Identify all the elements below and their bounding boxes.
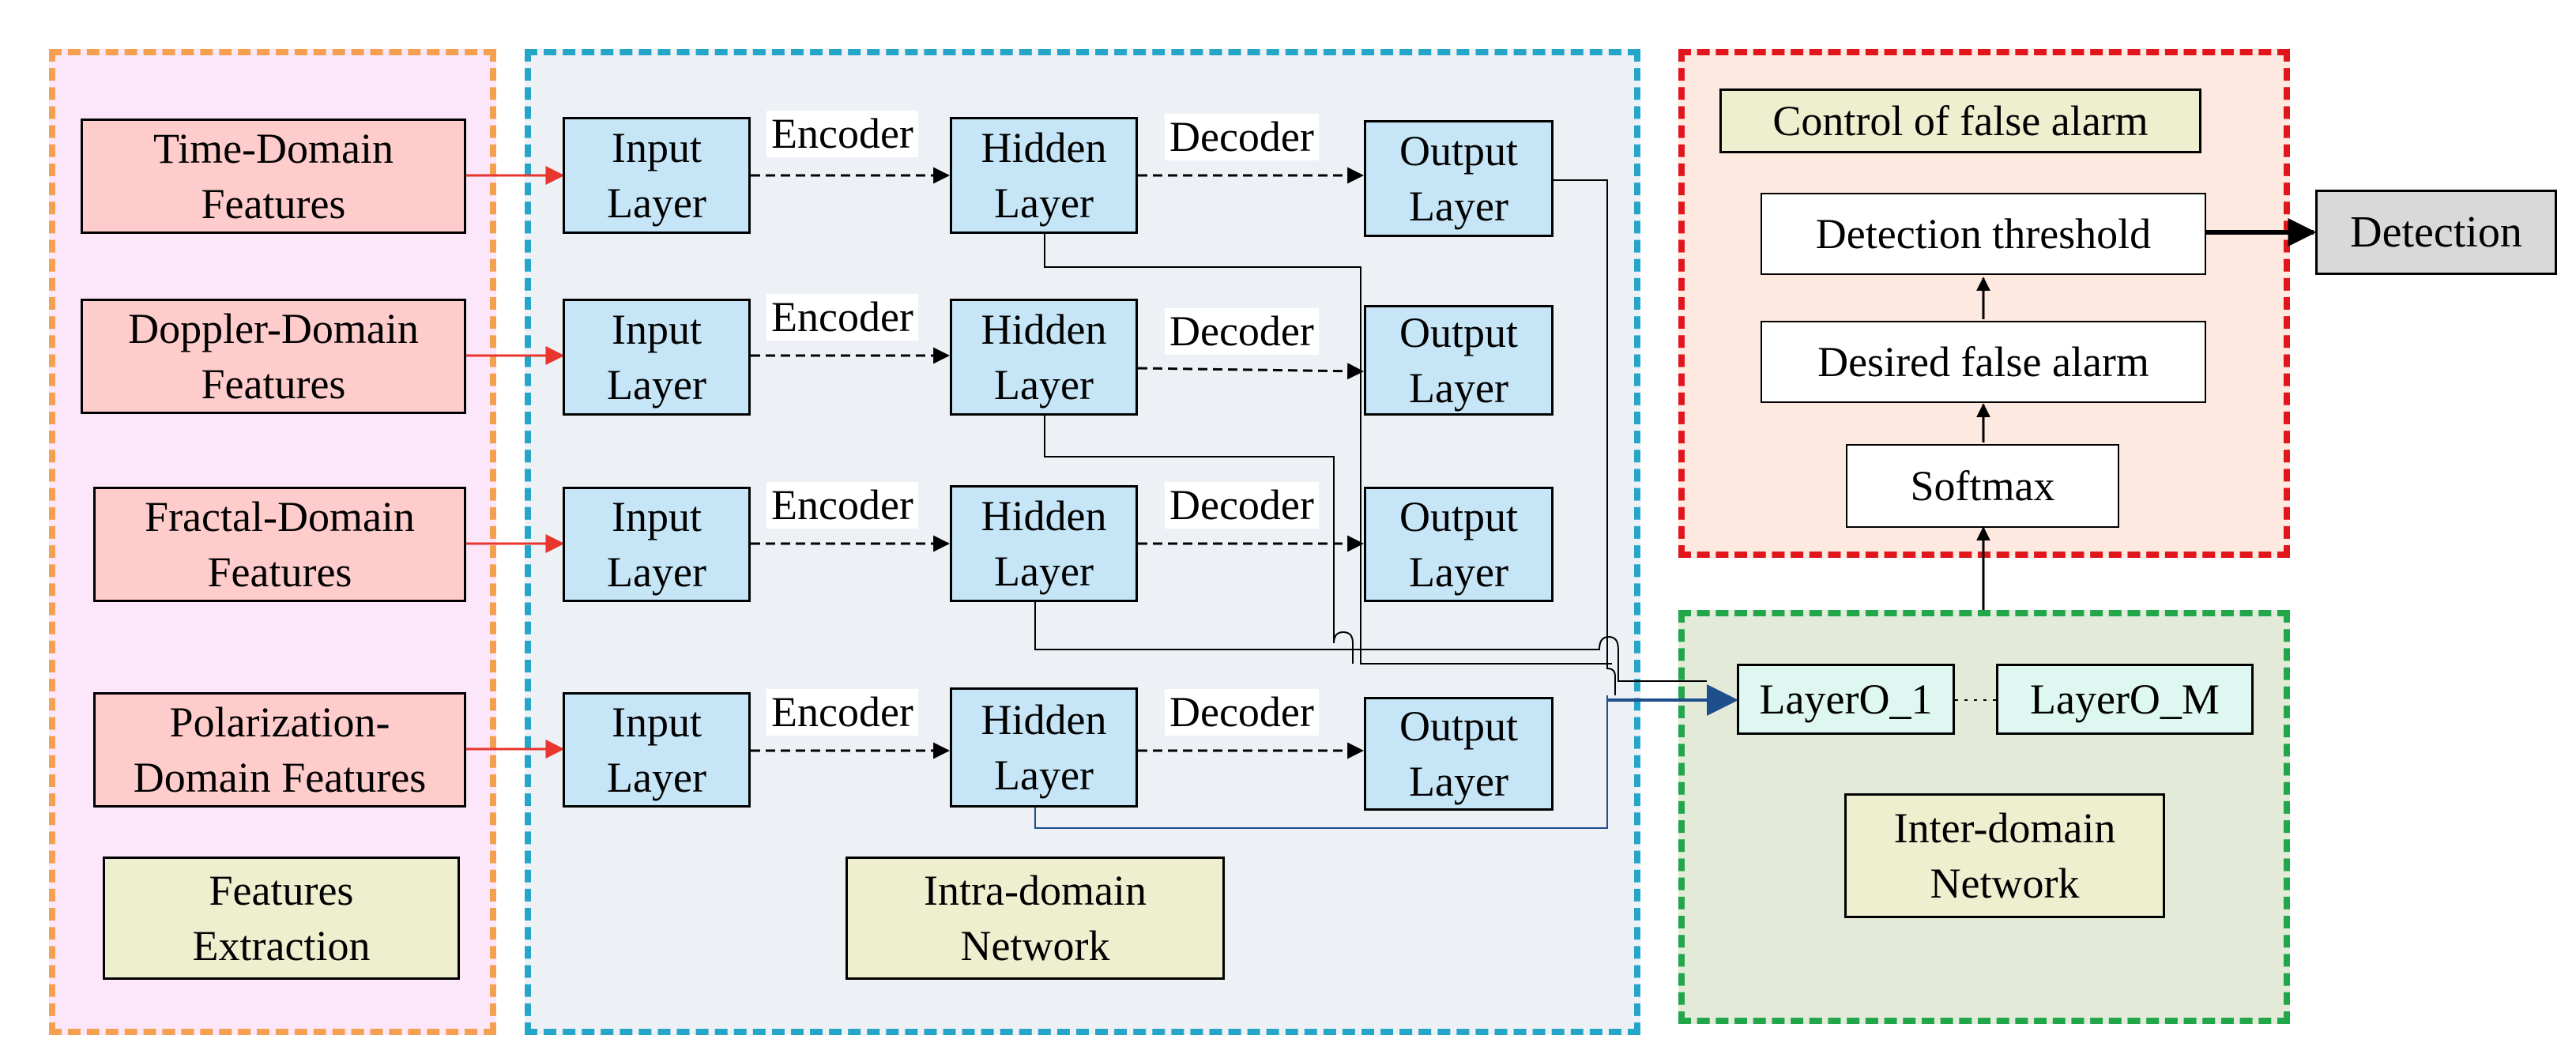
output-layer-1: Output Layer	[1364, 120, 1554, 237]
input-layer-4: Input Layer	[563, 692, 751, 808]
route-hidden-1	[1044, 234, 1612, 665]
route-hidden-4	[1034, 695, 1608, 829]
output-layer-2: Output Layer	[1364, 305, 1554, 416]
encoder-label-4: Encoder	[766, 688, 918, 736]
input-layer-3: Input Layer	[563, 487, 751, 602]
input-layer-1: Input Layer	[563, 117, 751, 234]
feature-box-polarization-domain: Polarization- Domain Features	[93, 692, 466, 808]
output-layer-3: Output Layer	[1364, 487, 1554, 602]
hidden-layer-3: Hidden Layer	[950, 485, 1138, 602]
hidden-layer-4: Hidden Layer	[950, 687, 1138, 808]
detection-threshold-box: Detection threshold	[1761, 193, 2206, 275]
output-layer-4: Output Layer	[1364, 697, 1554, 811]
route-output-1	[1554, 179, 1616, 695]
layer-o1-box: LayerO_1	[1737, 664, 1955, 735]
intra-domain-network-caption: Intra-domain Network	[845, 857, 1225, 980]
decoder-label-1: Decoder	[1165, 113, 1319, 161]
input-layer-2: Input Layer	[563, 299, 751, 416]
decoder-arrow-2	[1137, 363, 1365, 380]
desired-false-alarm-box: Desired false alarm	[1761, 321, 2206, 403]
encoder-label-1: Encoder	[766, 110, 918, 158]
decoder-label-2: Decoder	[1165, 307, 1319, 356]
decoder-label-4: Decoder	[1165, 688, 1319, 736]
false-alarm-title: Control of false alarm	[1719, 88, 2201, 153]
feature-box-doppler-domain: Doppler-Domain Features	[81, 299, 466, 414]
softmax-box: Softmax	[1846, 444, 2119, 528]
decoder-label-3: Decoder	[1165, 481, 1319, 529]
detection-output-box: Detection	[2315, 190, 2557, 275]
inter-domain-network-caption: Inter-domain Network	[1844, 793, 2165, 918]
layer-om-box: LayerO_M	[1996, 664, 2254, 735]
feature-box-fractal-domain: Fractal-Domain Features	[93, 487, 466, 602]
features-extraction-caption: Features Extraction	[103, 857, 460, 980]
route-hidden-2	[1044, 414, 1354, 664]
feature-box-time-domain: Time-Domain Features	[81, 119, 466, 234]
hidden-layer-1: Hidden Layer	[950, 117, 1138, 234]
encoder-label-3: Encoder	[766, 481, 918, 529]
route-hidden-3	[1034, 602, 1707, 682]
hidden-layer-2: Hidden Layer	[950, 299, 1138, 416]
encoder-label-2: Encoder	[766, 293, 918, 341]
